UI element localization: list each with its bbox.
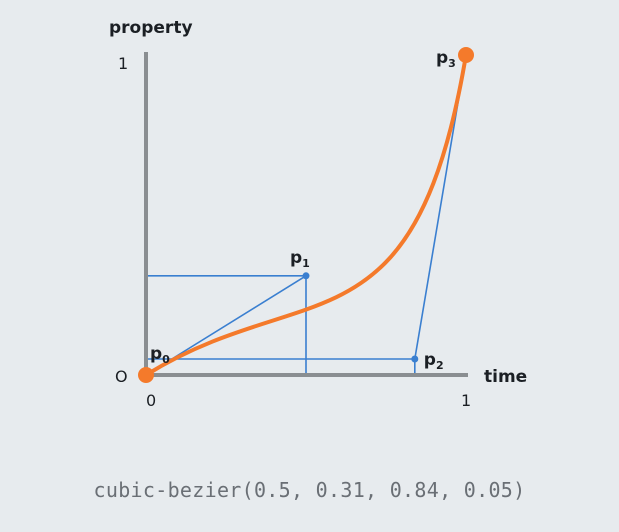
label-p0: p0 <box>150 344 170 366</box>
y-tick-origin: O <box>115 367 128 386</box>
control-point-p3 <box>458 47 474 63</box>
control-point-p1 <box>302 272 310 280</box>
x-axis-title: time <box>484 367 527 387</box>
cubic-bezier-formula: cubic-bezier(0.5, 0.31, 0.84, 0.05) <box>93 478 526 502</box>
guide-lines <box>146 274 416 375</box>
control-point-p2 <box>411 355 419 363</box>
control-point-p0 <box>138 367 154 383</box>
y-axis-title: property <box>109 18 193 38</box>
y-tick-max: 1 <box>118 54 128 73</box>
control-points <box>138 47 474 383</box>
bezier-curve <box>144 53 468 377</box>
x-tick-max: 1 <box>461 391 471 410</box>
label-p2: p2 <box>424 350 444 372</box>
label-p3: p3 <box>436 48 456 70</box>
label-p1: p1 <box>290 248 310 270</box>
x-tick-origin: 0 <box>146 391 156 410</box>
point-labels: p0 p1 p2 p3 <box>150 48 456 372</box>
